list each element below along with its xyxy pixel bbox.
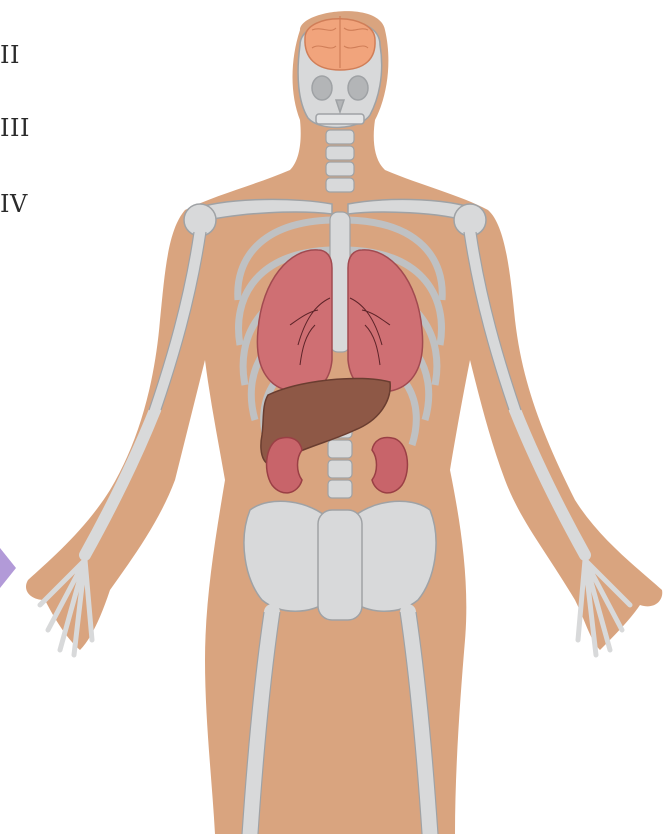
brain	[305, 16, 375, 70]
triangle-pointer-icon	[0, 548, 16, 588]
sternum	[330, 212, 350, 352]
pelvis	[244, 501, 436, 620]
